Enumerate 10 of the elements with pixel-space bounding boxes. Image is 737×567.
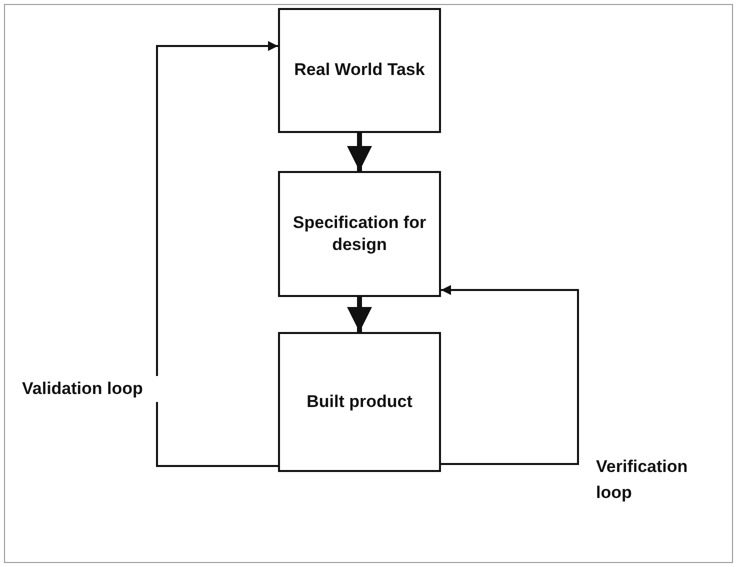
process-box [278,171,441,297]
arrow [156,41,278,467]
arrow [347,297,372,332]
arrow [441,285,579,465]
box-label: Specification for design [292,212,428,256]
process-box [278,8,441,133]
arrow [347,133,372,171]
process-box [278,332,441,472]
box-label: Real World Task [294,59,425,82]
box-label: Built product [306,390,412,413]
